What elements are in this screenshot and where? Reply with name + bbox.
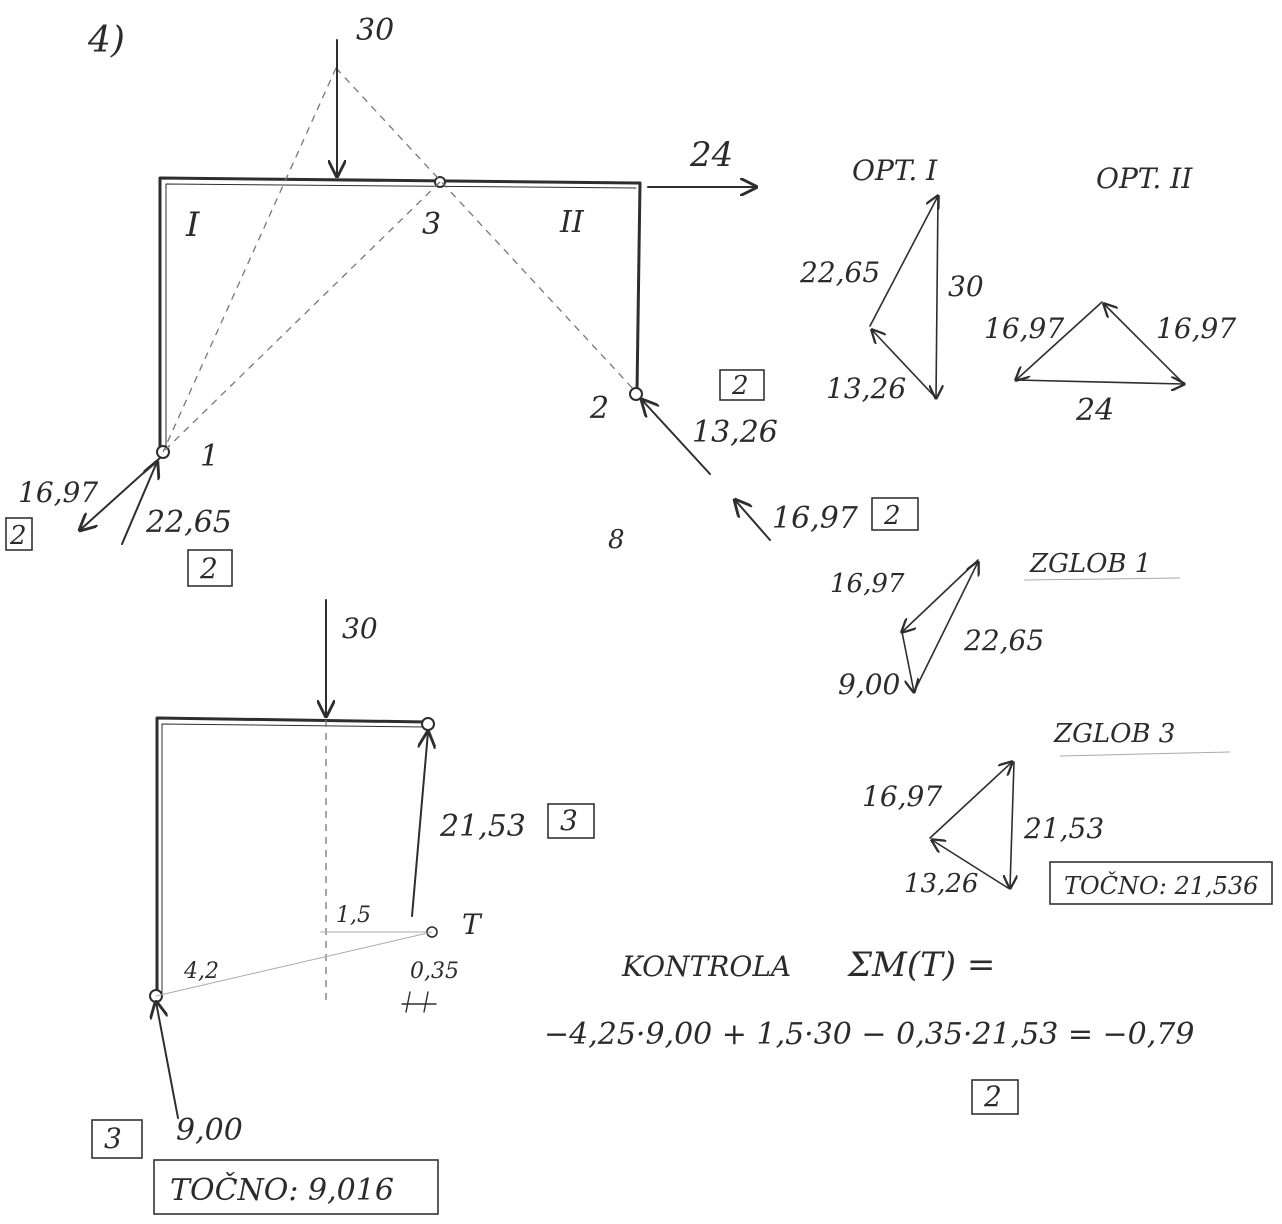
score-box-right-bottom (871, 497, 919, 531)
zglob1-side-b (913, 562, 978, 693)
score-bottom-left: 3 (104, 1122, 122, 1155)
opt1-side-c-label: 13,26 (826, 372, 906, 405)
opt1-side-c (872, 330, 937, 399)
score-bottom-right: 3 (560, 804, 578, 837)
top-frame: 30 24 I II 3 1 2 13,26 2 16,97 22,65 2 2… (5, 13, 919, 587)
reaction-2-label: 13,26 (692, 415, 778, 450)
stray-mark: 8 (608, 525, 625, 555)
score-box-left-b (187, 549, 233, 587)
dim-0-35-label: 0,35 (410, 959, 459, 984)
dim-4-2-label: 4,2 (183, 959, 219, 984)
bottom-load-30-label: 30 (342, 612, 378, 645)
reaction-9-00-label: 9,00 (176, 1113, 243, 1148)
score-box-right (719, 369, 765, 401)
part-II-label: II (559, 205, 585, 240)
line-of-action-3 (162, 181, 441, 453)
support-1-label: 1 (200, 439, 219, 474)
line-of-action-2 (335, 67, 637, 393)
opt1-side-a-label: 22,65 (799, 256, 880, 289)
opt2-side-bottom-label: 24 (1075, 393, 1114, 428)
bottom-exact-box (153, 1159, 439, 1215)
force-polygon-opt1: OPT. I 22,65 30 13,26 (799, 154, 984, 405)
left-force-a-label: 16,97 (18, 476, 98, 509)
support-2 (629, 387, 643, 401)
support-2-label: 2 (589, 391, 609, 426)
opt2-side-left (1016, 301, 1103, 380)
dim-0-35-tick-left (405, 991, 411, 1013)
score-left-b: 2 (199, 552, 218, 585)
check-label: KONTROLA (621, 950, 791, 983)
opt2-side-bottom (1015, 380, 1184, 384)
score-box-check (971, 1079, 1019, 1115)
zglob1-side-a-label: 16,97 (830, 569, 905, 599)
zglob3-side-b (1010, 761, 1014, 888)
bottom-hinge (421, 717, 435, 731)
reaction-21-53-label: 21,53 (439, 809, 526, 844)
zglob3-side-a (929, 762, 1012, 839)
bottom-exact-note: TOČNO: 9,016 (170, 1172, 394, 1208)
zglob3-side-c (932, 840, 1009, 889)
lever-arm-4-2 (155, 931, 433, 997)
score-box-bottom-right (547, 803, 595, 839)
opt2-side-left-label: 16,97 (984, 312, 1064, 345)
force-polygon-opt2: OPT. II 16,97 16,97 24 (984, 162, 1236, 428)
score-right: 2 (731, 371, 749, 401)
zglob1-underline (1023, 577, 1181, 581)
zglob3-title: ZGLOB 3 (1053, 719, 1175, 749)
point-T-label: T (462, 908, 483, 941)
frame-inner-line (165, 183, 637, 451)
reaction-21-53-arrow (411, 732, 428, 917)
opt1-title: OPT. I (852, 154, 938, 187)
dim-0-35-tick-right (423, 991, 429, 1013)
zglob3-exact-note: TOČNO: 21,536 (1064, 871, 1258, 900)
opt1-side-b-label: 30 (948, 270, 984, 303)
opt1-side-b (936, 195, 938, 398)
line-of-action-1 (162, 67, 337, 453)
check-moment: ΣM(T) = (846, 945, 995, 985)
opt2-title: OPT. II (1096, 162, 1193, 195)
load-24-label: 24 (689, 135, 733, 175)
bottom-frame: 30 21,53 3 1,5 T 0,35 4,2 9,00 3 TOČNO: … (91, 599, 595, 1215)
force-16-97-arrow-right (735, 500, 771, 541)
dim-1-5-label: 1,5 (336, 903, 371, 928)
problem-number: 4) (87, 20, 125, 61)
zglob3-side-b-label: 21,53 (1023, 812, 1104, 845)
load-30-label: 30 (356, 13, 394, 48)
zglob1-side-b-label: 22,65 (963, 624, 1044, 657)
zglob1-side-a (902, 559, 979, 632)
hinge-3-label: 3 (422, 207, 441, 242)
bottom-frame-inner-line (161, 723, 427, 995)
zglob3-side-a-label: 16,97 (862, 780, 942, 813)
zglob1-title: ZGLOB 1 (1029, 549, 1151, 579)
zglob3-side-c-label: 13,26 (904, 869, 978, 899)
opt2-side-right (1104, 304, 1185, 385)
right-bottom-force-label: 16,97 (772, 501, 859, 536)
force-polygon-zglob3: ZGLOB 3 16,97 21,53 13,26 TOČNO: 21,536 (862, 719, 1273, 905)
check-equation: −4,25·9,00 + 1,5·30 − 0,35·21,53 = −0,79 (544, 1017, 1194, 1052)
moment-check: KONTROLA ΣM(T) = −4,25·9,00 + 1,5·30 − 0… (544, 945, 1194, 1115)
check-score: 2 (983, 1080, 1002, 1113)
score-box-bottom-left (91, 1119, 143, 1159)
opt1-side-a (869, 196, 938, 327)
reaction-9-00-arrow (156, 1002, 179, 1119)
score-left-a: 2 (9, 521, 27, 551)
zglob1-side-c-label: 9,00 (838, 668, 900, 701)
bottom-frame-members (155, 716, 430, 998)
force-22-65-arrow-left (121, 462, 157, 545)
zglob1-side-c (901, 631, 914, 692)
part-I-label: I (185, 205, 200, 245)
reaction-2-arrow (642, 400, 711, 475)
force-polygon-zglob1: ZGLOB 1 16,97 22,65 9,00 (830, 549, 1181, 701)
score-right-bottom: 2 (883, 501, 901, 531)
frame-members (158, 176, 642, 454)
opt2-side-right-label: 16,97 (1156, 312, 1236, 345)
zglob3-underline (1059, 751, 1231, 757)
zglob3-exact-box (1049, 861, 1273, 905)
score-box-left-a (5, 517, 33, 551)
left-force-b-label: 22,65 (145, 505, 232, 540)
